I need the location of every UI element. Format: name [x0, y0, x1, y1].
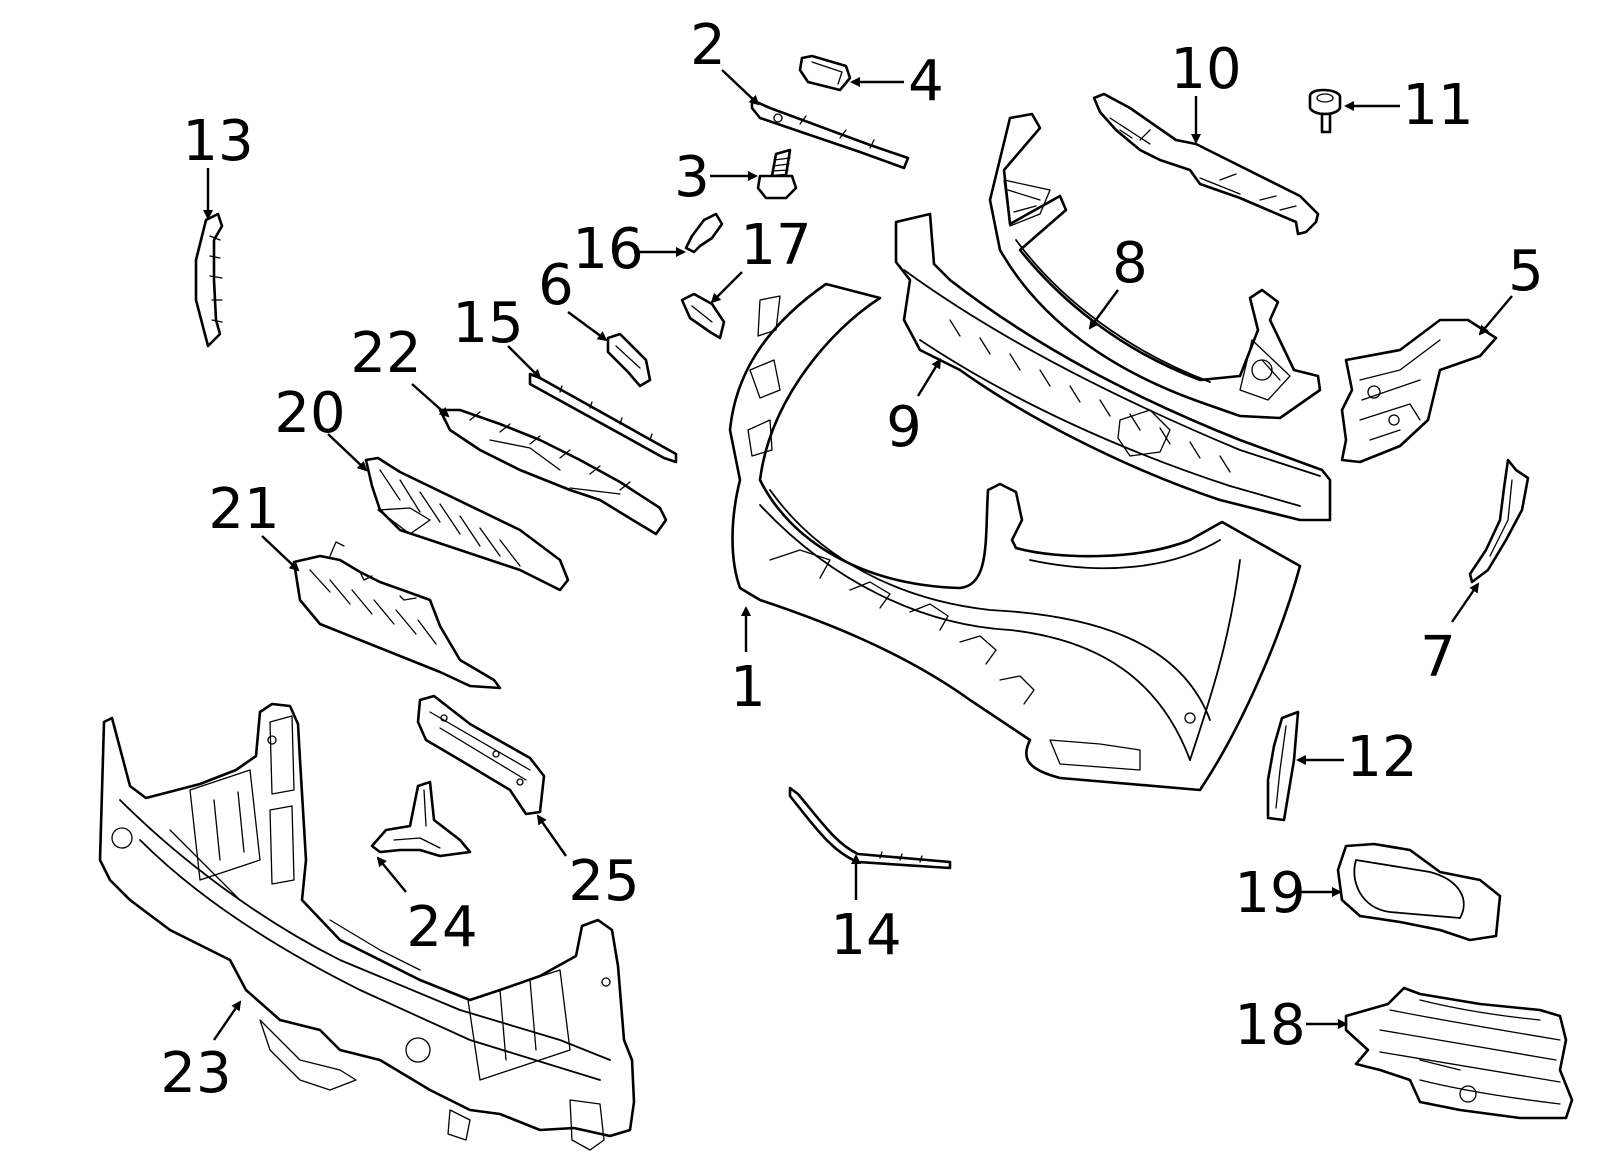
- callout-7: 7: [1420, 625, 1456, 690]
- part-2-upper-trim-bracket: [750, 98, 910, 170]
- part-25-license-bracket: [416, 694, 546, 816]
- callout-23: 23: [160, 1041, 231, 1106]
- callout-6: 6: [538, 253, 574, 318]
- leader-23: [213, 1000, 242, 1041]
- part-23-carrier: [98, 702, 636, 1151]
- part-11-push-pin: [1308, 88, 1342, 134]
- callout-19: 19: [1234, 861, 1305, 926]
- callout-17: 17: [740, 213, 811, 278]
- part-22-grille-frame: [438, 408, 668, 536]
- part-6-bracket: [606, 332, 652, 388]
- part-3-screw: [756, 148, 798, 200]
- callout-20: 20: [274, 381, 345, 446]
- part-19-fog-bezel: [1336, 842, 1502, 942]
- part-17-clip: [680, 292, 726, 340]
- leader-5: [1478, 295, 1513, 336]
- leader-21: [261, 535, 300, 572]
- part-8-absorber: [988, 112, 1322, 420]
- callouts: 1 2 3 4 5 6 7 8 9 10 11 12 13 14 15 16 1…: [160, 13, 1543, 1106]
- part-20-grille: [364, 456, 570, 592]
- callout-2: 2: [690, 13, 726, 78]
- callout-21: 21: [208, 477, 279, 542]
- callout-12: 12: [1346, 725, 1417, 790]
- part-4-clip: [798, 54, 852, 92]
- leader-2: [721, 69, 760, 106]
- leader-25: [536, 814, 567, 857]
- callout-14: 14: [830, 903, 901, 968]
- part-18-fog-grille: [1344, 986, 1574, 1120]
- part-14-lower-trim: [788, 786, 952, 870]
- leader-15: [507, 345, 542, 380]
- part-5-side-bracket: [1340, 318, 1498, 464]
- leaders: [203, 69, 1513, 1041]
- part-21-lower-grille: [292, 541, 502, 690]
- part-24-bracket: [370, 780, 472, 858]
- callout-16: 16: [572, 217, 643, 282]
- part-13-side-molding: [194, 212, 224, 348]
- callout-4: 4: [908, 49, 944, 114]
- part-9-reinforcement-beam: [894, 212, 1332, 522]
- callout-1: 1: [730, 655, 766, 720]
- leader-7: [1451, 582, 1480, 623]
- leader-22: [411, 383, 450, 418]
- leader-9: [916, 358, 942, 397]
- callout-3: 3: [674, 145, 710, 210]
- callout-22: 22: [350, 321, 421, 386]
- callout-9: 9: [886, 395, 922, 460]
- leader-6: [567, 311, 608, 342]
- part-12-molding: [1266, 710, 1300, 822]
- part-10-mounting-bracket: [1092, 92, 1320, 236]
- part-7-side-strip: [1468, 458, 1530, 584]
- callout-13: 13: [182, 109, 253, 174]
- callout-25: 25: [568, 849, 639, 914]
- callout-18: 18: [1234, 993, 1305, 1058]
- callout-5: 5: [1508, 239, 1544, 304]
- leader-20: [327, 433, 368, 472]
- part-1-bumper-cover: [728, 282, 1302, 792]
- leader-8: [1088, 289, 1119, 330]
- callout-8: 8: [1112, 231, 1148, 296]
- leader-24: [376, 856, 407, 893]
- callout-15: 15: [452, 291, 523, 356]
- callout-11: 11: [1402, 73, 1473, 138]
- callout-24: 24: [406, 895, 477, 960]
- leader-17: [710, 271, 743, 304]
- callout-10: 10: [1170, 37, 1241, 102]
- part-16-clip: [684, 212, 724, 254]
